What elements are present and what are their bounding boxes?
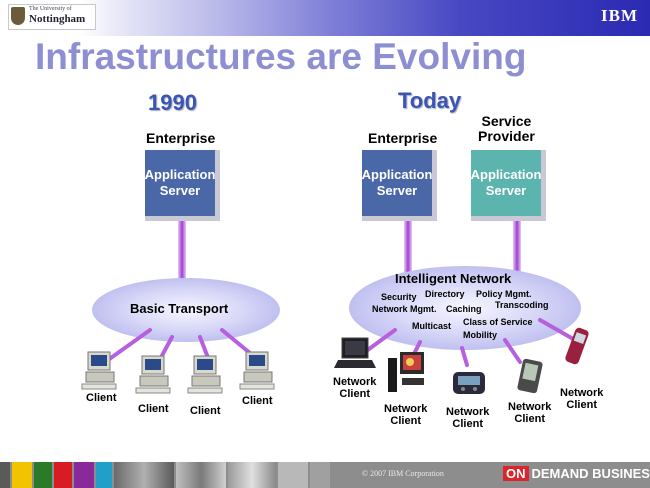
basic-transport-label: Basic Transport bbox=[130, 301, 229, 316]
network-client-line-2: Client bbox=[514, 412, 545, 425]
footer-block bbox=[228, 462, 276, 488]
network-service-label: Transcoding bbox=[495, 300, 549, 310]
network-service-label: Security bbox=[381, 292, 417, 302]
enterprise-label-1990: Enterprise bbox=[146, 130, 216, 146]
client-label: Client bbox=[190, 405, 221, 417]
client-label: Client bbox=[138, 403, 169, 415]
server-label-line-1: Application bbox=[361, 166, 433, 182]
footer-block bbox=[176, 462, 226, 488]
client-label: Client bbox=[86, 392, 117, 404]
multimedia-pc-icon bbox=[388, 352, 424, 392]
year-1990: 1990 bbox=[148, 90, 197, 115]
slide-title: Infrastructures are Evolving bbox=[35, 36, 527, 77]
footer-block bbox=[278, 462, 308, 488]
client-label: Client bbox=[242, 395, 273, 407]
ibm-logo: IBM bbox=[601, 6, 638, 25]
on-badge: ON bbox=[503, 466, 529, 481]
network-client-line-1: Network bbox=[560, 387, 604, 399]
link-provider-server bbox=[513, 216, 521, 274]
university-logo: The University of Nottingham bbox=[8, 4, 96, 30]
link-left-client-1 bbox=[106, 328, 152, 362]
server-label-line-1: Application bbox=[470, 166, 542, 182]
server-label-line-2: Server bbox=[159, 183, 201, 198]
server-label-line-1: Application bbox=[144, 166, 216, 182]
laptop-icon bbox=[334, 337, 376, 368]
link-right-client-1 bbox=[363, 328, 397, 354]
link-right-client-5 bbox=[538, 318, 577, 342]
footer-block bbox=[74, 462, 94, 488]
network-service-label: Class of Service bbox=[463, 317, 533, 327]
network-service-label: Directory bbox=[425, 289, 465, 299]
link-left-server bbox=[178, 216, 186, 286]
link-right-client-3 bbox=[460, 346, 469, 367]
network-client-line-2: Client bbox=[390, 414, 421, 427]
network-client-line-2: Client bbox=[339, 387, 370, 400]
network-client-line-1: Network bbox=[384, 403, 428, 415]
crest-icon bbox=[11, 7, 25, 25]
network-service-label: Caching bbox=[446, 304, 482, 314]
link-right-client-4 bbox=[503, 338, 522, 364]
intelligent-network-label: Intelligent Network bbox=[395, 271, 512, 286]
network-service-label: Mobility bbox=[463, 330, 497, 340]
footer-block bbox=[54, 462, 72, 488]
provider-line-2: Provider bbox=[478, 127, 535, 144]
pda-icon bbox=[517, 358, 543, 394]
demand-business-text: DEMAND BUSINESS bbox=[531, 466, 650, 481]
header-bar: The University of Nottingham IBM bbox=[0, 0, 650, 36]
network-service-label: Policy Mgmt. bbox=[476, 289, 532, 299]
footer-block bbox=[114, 462, 174, 488]
server-label-line-2: Server bbox=[376, 183, 418, 198]
logo-subtitle: The University of bbox=[29, 6, 72, 12]
enterprise-label-today: Enterprise bbox=[368, 130, 438, 146]
desktop-computer-icon bbox=[187, 355, 223, 394]
link-enterprise-server bbox=[404, 216, 412, 274]
network-client-line-1: Network bbox=[446, 406, 490, 418]
footer-block bbox=[12, 462, 32, 488]
desktop-computer-icon bbox=[239, 351, 275, 390]
footer-block bbox=[34, 462, 52, 488]
network-client-line-1: Network bbox=[333, 376, 377, 388]
desktop-computer-icon bbox=[81, 351, 117, 390]
year-today: Today bbox=[398, 88, 462, 113]
logo-name: Nottingham bbox=[29, 13, 86, 25]
server-label-line-2: Server bbox=[485, 183, 527, 198]
desktop-computer-icon bbox=[135, 355, 171, 394]
pager-icon bbox=[453, 372, 485, 394]
provider-line-1: Service bbox=[481, 113, 532, 129]
basic-transport-cloud bbox=[92, 278, 280, 342]
intelligent-network-cloud bbox=[349, 266, 581, 350]
footer-block bbox=[96, 462, 112, 488]
network-client-line-2: Client bbox=[452, 417, 483, 430]
network-service-label: Multicast bbox=[412, 321, 452, 331]
mobile-phone-icon bbox=[565, 327, 589, 365]
footer-block bbox=[310, 462, 330, 488]
network-client-line-1: Network bbox=[508, 401, 552, 413]
network-client-line-2: Client bbox=[566, 398, 597, 411]
network-service-label: Network Mgmt. bbox=[372, 304, 437, 314]
footer-block bbox=[0, 462, 10, 488]
copyright-text: © 2007 IBM Corporation bbox=[362, 469, 444, 478]
